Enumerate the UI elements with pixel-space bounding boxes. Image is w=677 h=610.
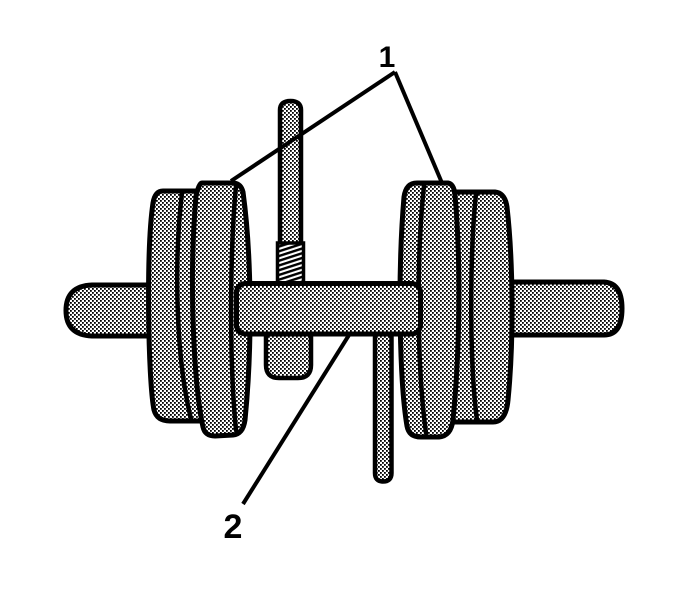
callout-1-leader-left <box>229 70 397 183</box>
callout-1-label: 1 <box>379 41 396 74</box>
tool-sleeve-stub <box>263 327 314 381</box>
tool-leg-rod <box>372 327 394 484</box>
right-back-counterweight <box>449 189 515 425</box>
installer-tool <box>234 98 423 484</box>
callout-2-label: 2 <box>224 508 243 546</box>
right-counterweight-group <box>397 180 515 440</box>
callout-2-leader <box>241 333 351 506</box>
shaft <box>63 279 625 339</box>
tool-cross-bar <box>234 281 423 337</box>
left-front-counterweight-rim-line <box>228 183 239 433</box>
right-shaft-journal <box>497 279 625 338</box>
right-front-counterweight <box>397 180 462 440</box>
left-shaft-journal <box>63 282 159 339</box>
right-back-counterweight-rim-line <box>469 191 480 423</box>
callout-1-leader-right <box>393 71 444 184</box>
left-back-counterweight-rim-line <box>175 190 194 422</box>
left-counterweight-group <box>146 180 253 439</box>
left-front-counterweight <box>189 180 253 439</box>
callout-leaders <box>229 70 444 506</box>
